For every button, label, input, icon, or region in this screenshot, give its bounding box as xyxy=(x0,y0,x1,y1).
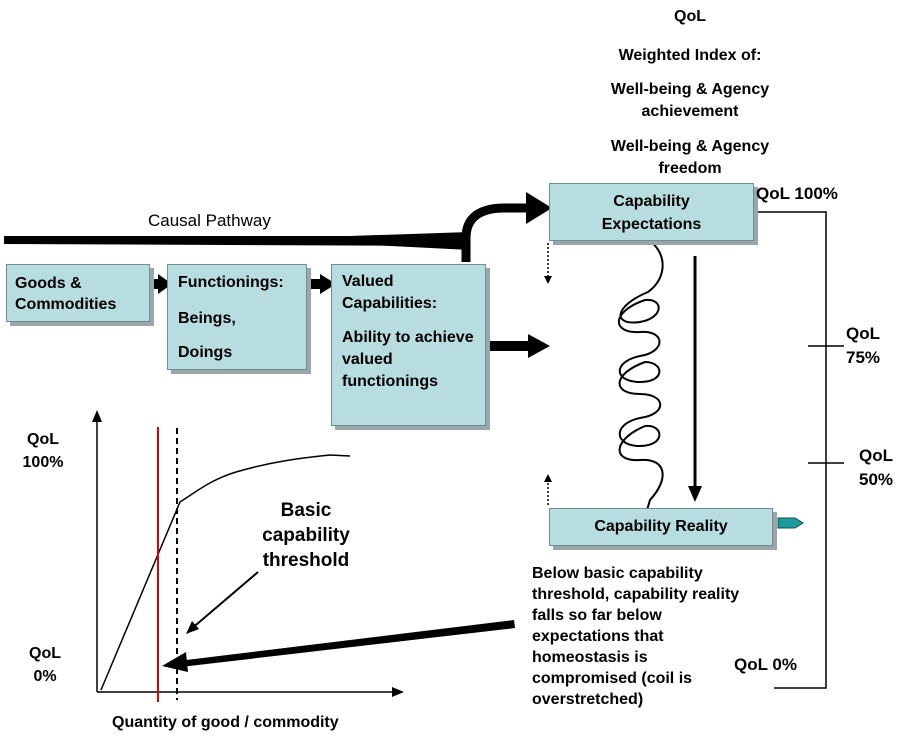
capability-expectations-box: Capability Expectations xyxy=(549,183,754,241)
qol-curve xyxy=(100,454,351,691)
capability-reality-box: Capability Reality xyxy=(549,508,773,546)
graph-y-bottom-label: QoL 0% xyxy=(29,645,61,685)
functionings-box: Functionings: Beings, Doings xyxy=(167,264,307,370)
achievement-label: Well-being & Agency achievement xyxy=(610,81,770,120)
threshold-note: Below basic capability threshold, capabi… xyxy=(532,565,740,708)
graph-x-label: Quantity of good / commodity xyxy=(112,714,339,731)
goods-commodities-label: Goods & Commodities xyxy=(15,275,117,313)
beings-label: Beings, xyxy=(178,310,236,327)
coil-spring xyxy=(617,237,664,511)
scale-qol-100: QoL 100% xyxy=(756,184,838,203)
doings-label: Doings xyxy=(178,344,233,361)
capability-expectations-label: Capability Expectations xyxy=(601,193,702,233)
curved-arrow-to-expectations xyxy=(461,203,528,262)
threshold-label: Basic capability threshold xyxy=(262,500,350,571)
qol-header: QoL xyxy=(674,8,706,25)
freedom-label: Well-being & Agency freedom xyxy=(610,138,770,177)
causal-pathway-label: Causal Pathway xyxy=(148,211,271,230)
capability-reality-label: Capability Reality xyxy=(594,518,728,535)
scale-qol-75: QoL 75% xyxy=(846,324,881,367)
scale-qol-50: QoL 50% xyxy=(858,446,894,489)
goods-commodities-box: Goods & Commodities xyxy=(6,264,150,322)
graph-y-top-label: QoL 100% xyxy=(22,431,64,471)
scale-qol-0: QoL 0% xyxy=(734,655,797,674)
valued-capabilities-body: Ability to achieve valued functionings xyxy=(342,329,474,390)
functionings-title: Functionings: xyxy=(178,274,284,291)
qol-scale-line xyxy=(754,211,827,689)
valued-capabilities-title: Valued Capabilities: xyxy=(342,273,438,312)
teal-arrow xyxy=(777,517,804,529)
weighted-index-label: Weighted Index of: xyxy=(618,47,762,64)
valued-capabilities-box: Valued Capabilities: Ability to achieve … xyxy=(331,264,486,426)
